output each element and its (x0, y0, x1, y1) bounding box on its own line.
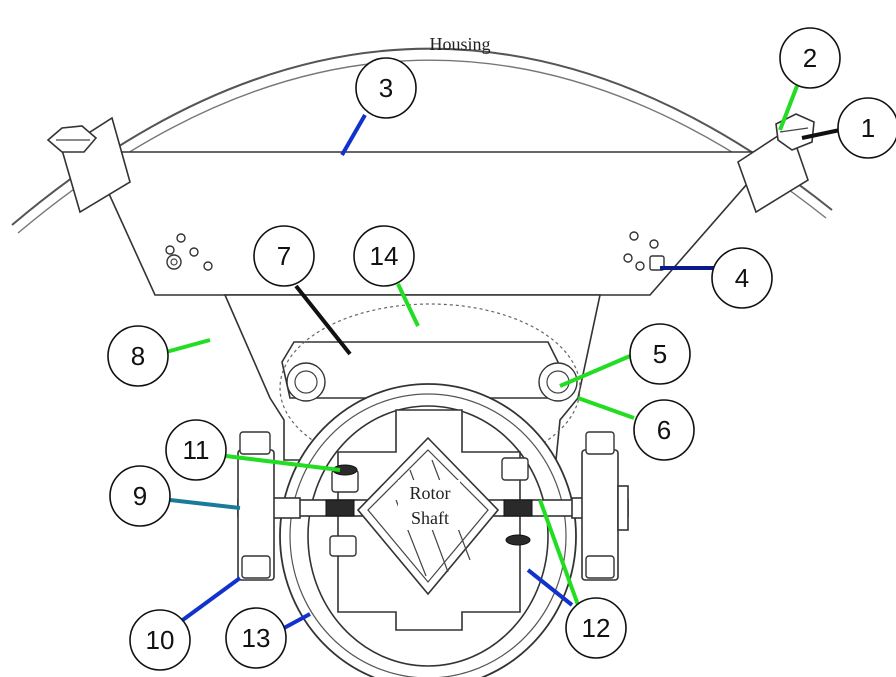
left-clamp-post (237, 431, 275, 581)
callout-13: 13 (225, 607, 287, 669)
svg-text:4: 4 (735, 263, 749, 293)
inner-bolt-lower-left (329, 535, 357, 557)
svg-text:10: 10 (146, 625, 175, 655)
leader-1 (801, 128, 841, 140)
callout-12: 12 (565, 597, 627, 659)
rotor-shaft-label-line2: Shaft (411, 508, 449, 528)
bracket-top-bar (281, 341, 559, 399)
rotor-shaft (356, 436, 500, 596)
leader-10 (178, 576, 242, 624)
right-spacer-block (503, 499, 533, 517)
right-clamp-post (581, 431, 629, 581)
svg-text:11: 11 (183, 435, 210, 465)
callout-3: 3 (355, 57, 417, 119)
right-clamp-block (737, 113, 815, 214)
svg-text:1: 1 (861, 113, 875, 143)
callout-8: 8 (107, 325, 169, 387)
svg-text:3: 3 (379, 73, 393, 103)
callout-7: 7 (253, 225, 315, 287)
rotor-shaft-label-line1: Rotor (409, 483, 450, 503)
leader-5 (559, 354, 631, 388)
callout-1: 1 (837, 97, 896, 159)
outer-ring-inner-edge (289, 393, 567, 677)
leader-6 (577, 396, 635, 420)
callout-4: 4 (711, 247, 773, 309)
leader-3 (340, 114, 367, 156)
svg-text:12: 12 (582, 613, 611, 643)
svg-text:7: 7 (277, 241, 291, 271)
svg-text:2: 2 (803, 43, 817, 73)
svg-text:9: 9 (133, 481, 147, 511)
callout-6: 6 (633, 399, 695, 461)
svg-text:6: 6 (657, 415, 671, 445)
leader-11 (225, 454, 341, 472)
svg-text:13: 13 (242, 623, 271, 653)
leader-8 (165, 338, 211, 354)
mounting-plate (88, 151, 777, 296)
callout-14: 14 (353, 225, 415, 287)
leader-12a (538, 499, 580, 606)
left-clamp-block (46, 116, 131, 214)
right-pivot-bolt (538, 362, 578, 402)
leader-14 (396, 283, 420, 327)
callout-10: 10 (129, 609, 191, 671)
callout-11: 11 (165, 419, 227, 481)
left-hole-pattern (165, 233, 213, 271)
inner-bolt-lower-right (505, 534, 531, 546)
callout-5: 5 (629, 323, 691, 385)
left-pivot-bolt (286, 362, 326, 402)
housing-arc (11, 47, 833, 234)
housing-label: Housing (429, 34, 490, 54)
inner-bolt-upper-right (501, 457, 529, 481)
left-spacer-block (325, 499, 355, 517)
svg-text:14: 14 (370, 241, 399, 271)
leader-lines (165, 85, 841, 630)
svg-text:8: 8 (131, 341, 145, 371)
leader-12b (526, 568, 574, 607)
leader-13 (283, 612, 311, 630)
callout-2: 2 (779, 27, 841, 89)
leader-9 (169, 498, 241, 510)
leader-2 (778, 85, 799, 131)
callout-9: 9 (109, 465, 171, 527)
leader-7 (294, 284, 352, 356)
svg-text:5: 5 (653, 339, 667, 369)
inner-bolt-upper-left (331, 464, 359, 493)
